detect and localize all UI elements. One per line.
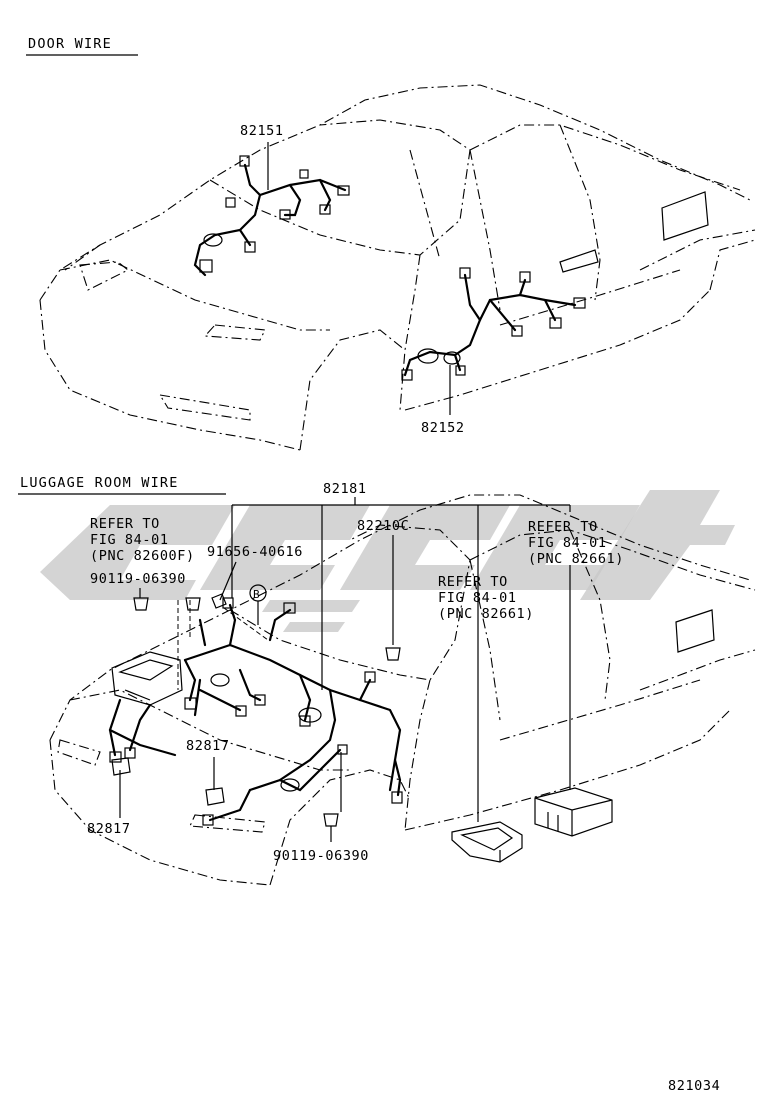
electronic-module: [534, 787, 613, 837]
connector-icon: [202, 814, 214, 826]
watermark-logo: [40, 490, 735, 632]
connector-icon: [222, 597, 234, 609]
refer-note-left: REFER TO FIG 84-01 (PNC 82600F): [90, 516, 195, 564]
connector-icon: [401, 369, 413, 381]
connector-icon: [319, 204, 331, 215]
mounting-bracket: [451, 821, 523, 863]
refer-note-right: REFER TO FIG 84-01 (PNC 82661): [528, 519, 624, 567]
clip-82210c: [385, 535, 401, 661]
connector-icon: [337, 185, 350, 196]
connector-icon: [519, 271, 531, 283]
relay-icon: [111, 757, 131, 776]
connector-icon: [124, 747, 136, 759]
clip-icon: [385, 647, 401, 661]
connector-icon: [283, 602, 296, 614]
door-handle-icon: [559, 249, 599, 273]
wire-harness-82181: [108, 597, 403, 826]
connector-icon: [391, 791, 403, 804]
connector-icon: [109, 751, 122, 763]
leader-line-bolt: [219, 561, 237, 601]
refer-right-line3: (PNC 82661): [528, 551, 624, 567]
door-wire-section: DOOR WIRE: [26, 36, 756, 451]
ecu-relay-box: [111, 651, 183, 706]
quarter-window-icon: [661, 191, 709, 241]
connector-icon: [225, 197, 236, 208]
connector-icon: [455, 365, 466, 376]
part-number-90119-06390-left: 90119-06390: [90, 571, 186, 587]
dashed-leader-bolt: [223, 607, 269, 641]
part-number-82181: 82181: [323, 481, 367, 497]
clip-icon: [323, 813, 339, 827]
wire-harness-82151: [193, 155, 350, 277]
refer-left-line3: (PNC 82600F): [90, 548, 195, 564]
connector-icon: [279, 209, 291, 220]
refer-left-line2: FIG 84-01: [90, 532, 169, 548]
clip-icon: [185, 597, 201, 611]
part-number-82817-left: 82817: [87, 821, 131, 837]
quarter-window-icon: [675, 609, 715, 653]
connector-icon: [337, 744, 348, 755]
refer-right-line2: FIG 84-01: [528, 535, 607, 551]
door-wire-title: DOOR WIRE: [28, 36, 112, 52]
refer-note-middle: REFER TO FIG 84-01 (PNC 82661): [438, 574, 534, 622]
refer-mid-line3: (PNC 82661): [438, 606, 534, 622]
connector-icon: [239, 155, 250, 167]
refer-left-line1: REFER TO: [90, 516, 160, 532]
connector-icon: [299, 715, 311, 727]
connector-icon: [549, 317, 562, 329]
connector-icon: [573, 297, 586, 309]
connector-icon: [199, 259, 213, 273]
bolt-icon: [211, 593, 227, 609]
grommet-icon: [417, 348, 439, 364]
car-outline-lower: [49, 494, 756, 886]
part-number-91656-40616: 91656-40616: [207, 544, 303, 560]
part-number-82151: 82151: [240, 123, 284, 139]
luggage-wire-section: LUGGAGE ROOM WIRE: [18, 475, 756, 886]
refer-mid-line2: FIG 84-01: [438, 590, 517, 606]
grommet-icon: [443, 351, 461, 365]
callout-b-marker: B: [253, 588, 260, 601]
refer-mid-line1: REFER TO: [438, 574, 508, 590]
leader-bracket-82181: [231, 497, 571, 690]
grommet-icon: [280, 778, 300, 792]
connector-icon: [364, 671, 376, 683]
connector-icon: [299, 169, 309, 179]
refer-right-line1: REFER TO: [528, 519, 598, 535]
connector-icon: [459, 267, 471, 279]
relay-icon: [205, 787, 225, 806]
connector-icon: [254, 694, 266, 706]
part-number-82817-center: 82817: [186, 738, 230, 754]
car-outline-upper: [39, 84, 756, 451]
connector-icon: [184, 697, 197, 710]
connector-icon: [244, 241, 256, 253]
connector-icon: [235, 705, 247, 717]
part-number-82210c: 82210C: [357, 518, 409, 534]
luggage-wire-title: LUGGAGE ROOM WIRE: [20, 475, 179, 491]
part-number-82152: 82152: [421, 420, 465, 436]
grommet-icon: [210, 673, 230, 687]
grommet-icon: [203, 233, 223, 247]
clip-icon: [133, 597, 149, 611]
wire-harness-82152: [401, 267, 586, 381]
connector-icon: [511, 325, 523, 337]
figure-number: 821034: [668, 1078, 720, 1094]
grommet-icon: [298, 707, 322, 723]
part-number-90119-06390-right: 90119-06390: [273, 848, 369, 864]
